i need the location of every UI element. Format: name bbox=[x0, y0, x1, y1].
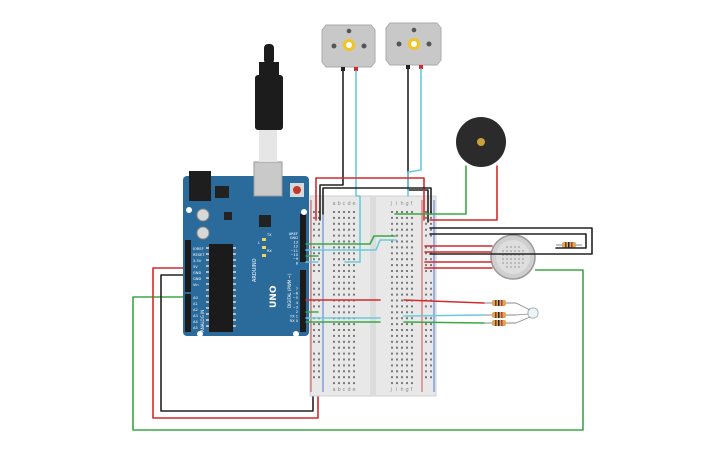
piezo-buzzer bbox=[456, 117, 506, 167]
digital-pin-label-top-3: 12 bbox=[293, 245, 298, 249]
digital-header-bottom bbox=[300, 270, 306, 332]
digital-pin-label-top-4: ~11 bbox=[290, 249, 298, 253]
bb-col-letter-b-bottom: b bbox=[338, 387, 341, 393]
rgb-led bbox=[515, 302, 539, 324]
analog-pin-label-5: A5 bbox=[193, 326, 198, 330]
bb-col-letter-c-bottom: c bbox=[343, 387, 346, 393]
analog-pin-label-3: A3 bbox=[193, 314, 198, 318]
power-pin-label-1: RESET bbox=[193, 253, 205, 257]
bb-col-letter-h-top: h bbox=[401, 201, 404, 207]
bb-col-letter-d-bottom: d bbox=[348, 387, 351, 393]
wire-black-rail-top bbox=[322, 187, 432, 215]
wire-cyan-led-right bbox=[403, 314, 485, 317]
digital-label: DIGITAL (PWM ~) bbox=[287, 273, 292, 308]
wire-motor2-black bbox=[407, 68, 429, 223]
power-pin-label-0: IOREF bbox=[193, 247, 204, 251]
wire-red-buzzer bbox=[429, 165, 498, 221]
rx-label: RX bbox=[267, 249, 272, 253]
bb-col-letter-i-bottom: i bbox=[396, 387, 397, 393]
digital-pin-label-bottom-3: 4 bbox=[296, 301, 299, 305]
bb-col-letter-b-top: b bbox=[338, 201, 341, 207]
wire-green-buzzer bbox=[394, 165, 467, 215]
digital-pin-label-bottom-7: RX 0 bbox=[290, 319, 299, 323]
bb-col-letter-e-top: e bbox=[353, 201, 356, 207]
power-jack bbox=[189, 171, 211, 201]
power-pin-label-3: 5V bbox=[193, 265, 198, 269]
analog-pin-label-0: A0 bbox=[193, 296, 198, 300]
bb-col-letter-h-bottom: h bbox=[401, 387, 404, 393]
digital-pin-label-top-5: ~10 bbox=[290, 253, 298, 257]
wire-black-sensor-gnd bbox=[429, 233, 587, 249]
bb-col-letter-i-top: i bbox=[396, 201, 397, 207]
digital-pin-label-bottom-2: ~5 bbox=[293, 296, 298, 300]
bb-col-letter-j-bottom: j bbox=[390, 387, 392, 393]
wire-cyan-pin12 bbox=[305, 239, 397, 251]
bb-col-letter-a-top: a bbox=[333, 201, 336, 207]
analog-pin-label-2: A2 bbox=[193, 308, 198, 312]
digital-pin-label-top-1: GND bbox=[290, 236, 298, 240]
wire-red-rail-top bbox=[315, 177, 425, 221]
analog-header bbox=[185, 294, 191, 332]
bb-col-letter-c-top: c bbox=[343, 201, 346, 207]
gas-sensor bbox=[490, 234, 536, 280]
digital-pin-label-top-6: ~9 bbox=[293, 257, 299, 261]
board-logo-text: ARDUINO bbox=[252, 258, 258, 282]
digital-pin-label-bottom-1: ~6 bbox=[293, 292, 299, 296]
digital-pin-label-top-7: 8 bbox=[296, 261, 299, 265]
wire-green-a0-sensor bbox=[132, 269, 584, 431]
arduino-uno-board: ARDUINO UNO DIGITAL (PWM ~) ANALOG IN TX… bbox=[183, 161, 309, 337]
usb-connector bbox=[253, 161, 283, 197]
resistor-3 bbox=[484, 320, 516, 326]
dc-motor-2 bbox=[385, 22, 442, 69]
dc-motor-1 bbox=[321, 24, 376, 71]
resistor-2 bbox=[484, 312, 516, 318]
power-header bbox=[185, 240, 191, 292]
digital-pin-label-top-2: 13 bbox=[293, 240, 298, 244]
capacitor-1 bbox=[196, 208, 210, 222]
bb-col-letter-d-top: d bbox=[348, 201, 351, 207]
tx-label: TX bbox=[266, 233, 272, 237]
wire-green-led-right bbox=[403, 321, 485, 324]
digital-pin-label-bottom-0: 7 bbox=[296, 287, 298, 291]
digital-header-top bbox=[300, 214, 306, 262]
digital-pin-label-bottom-5: 2 bbox=[296, 310, 298, 314]
wire-motor1-cyan bbox=[344, 70, 361, 263]
atmega-chip bbox=[209, 244, 233, 332]
bb-col-letter-f-top: f bbox=[411, 201, 413, 207]
wire-red-led-right bbox=[403, 299, 485, 304]
digital-pin-label-top-0: AREF bbox=[289, 232, 298, 236]
wire-motor2-cyan bbox=[407, 68, 422, 197]
capacitor-2 bbox=[196, 226, 210, 240]
bb-col-letter-a-bottom: a bbox=[333, 387, 336, 393]
power-pin-label-2: 3.3V bbox=[193, 259, 202, 263]
power-pin-label-5: GND bbox=[193, 277, 201, 281]
resistor-1 bbox=[484, 300, 516, 306]
usb-cable bbox=[255, 44, 283, 162]
resistor-sensor bbox=[556, 242, 582, 248]
bb-col-letter-e-bottom: e bbox=[353, 387, 356, 393]
wire-motor1-black bbox=[319, 70, 344, 221]
power-pin-label-6: Vin bbox=[193, 283, 199, 287]
bb-col-letter-j-top: j bbox=[390, 201, 392, 207]
wire-black-sensor-loop bbox=[429, 227, 593, 255]
bb-col-letter-g-top: g bbox=[406, 201, 409, 207]
analog-in-label: ANALOG IN bbox=[200, 310, 205, 332]
wire-red-5v-loop bbox=[152, 267, 319, 419]
bb-col-letter-g-bottom: g bbox=[406, 387, 409, 393]
analog-pin-label-4: A4 bbox=[193, 320, 198, 324]
analog-pin-label-1: A1 bbox=[193, 302, 198, 306]
digital-pin-label-bottom-6: TX 1 bbox=[289, 315, 298, 319]
board-model-text: UNO bbox=[269, 285, 279, 308]
wire-black-gnd-loop bbox=[160, 274, 314, 412]
bb-col-letter-f-bottom: f bbox=[411, 387, 413, 393]
l-label: L bbox=[258, 241, 260, 245]
digital-pin-label-bottom-4: ~3 bbox=[293, 305, 298, 309]
wire-green-pin13 bbox=[305, 235, 396, 245]
power-pin-label-4: GND bbox=[193, 271, 201, 275]
